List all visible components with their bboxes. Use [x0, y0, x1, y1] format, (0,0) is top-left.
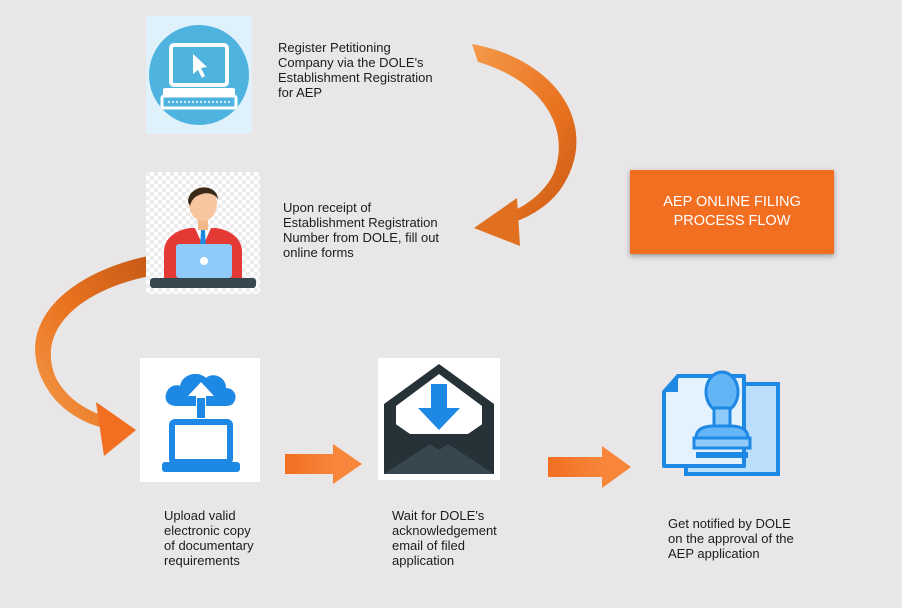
process-flow-title: AEP ONLINE FILING PROCESS FLOW	[630, 170, 834, 254]
straight-arrow-2	[548, 446, 631, 488]
step-2-text: Upon receipt of Establishment Registrati…	[283, 200, 440, 260]
straight-arrow-1	[285, 444, 362, 484]
step-5-icon-tile	[656, 366, 782, 482]
step-3-icon-tile	[140, 358, 260, 482]
step-3-text: Upload valid electronic copy of document…	[164, 508, 254, 568]
person-at-laptop-icon	[146, 172, 260, 294]
envelope-download-icon	[378, 358, 500, 480]
stamp-approval-icon	[662, 370, 780, 476]
step-2-icon-tile	[146, 172, 260, 294]
laptop-cursor-icon	[146, 16, 252, 134]
cloud-upload-laptop-icon	[140, 358, 260, 482]
step-1-icon-tile	[146, 16, 252, 134]
step-4-text: Wait for DOLE's acknowledgement email of…	[392, 508, 497, 568]
step-5-text: Get notified by DOLE on the approval of …	[668, 516, 794, 561]
step-4-icon-tile	[378, 358, 500, 480]
step-1-text: Register Petitioning Company via the DOL…	[278, 40, 433, 100]
